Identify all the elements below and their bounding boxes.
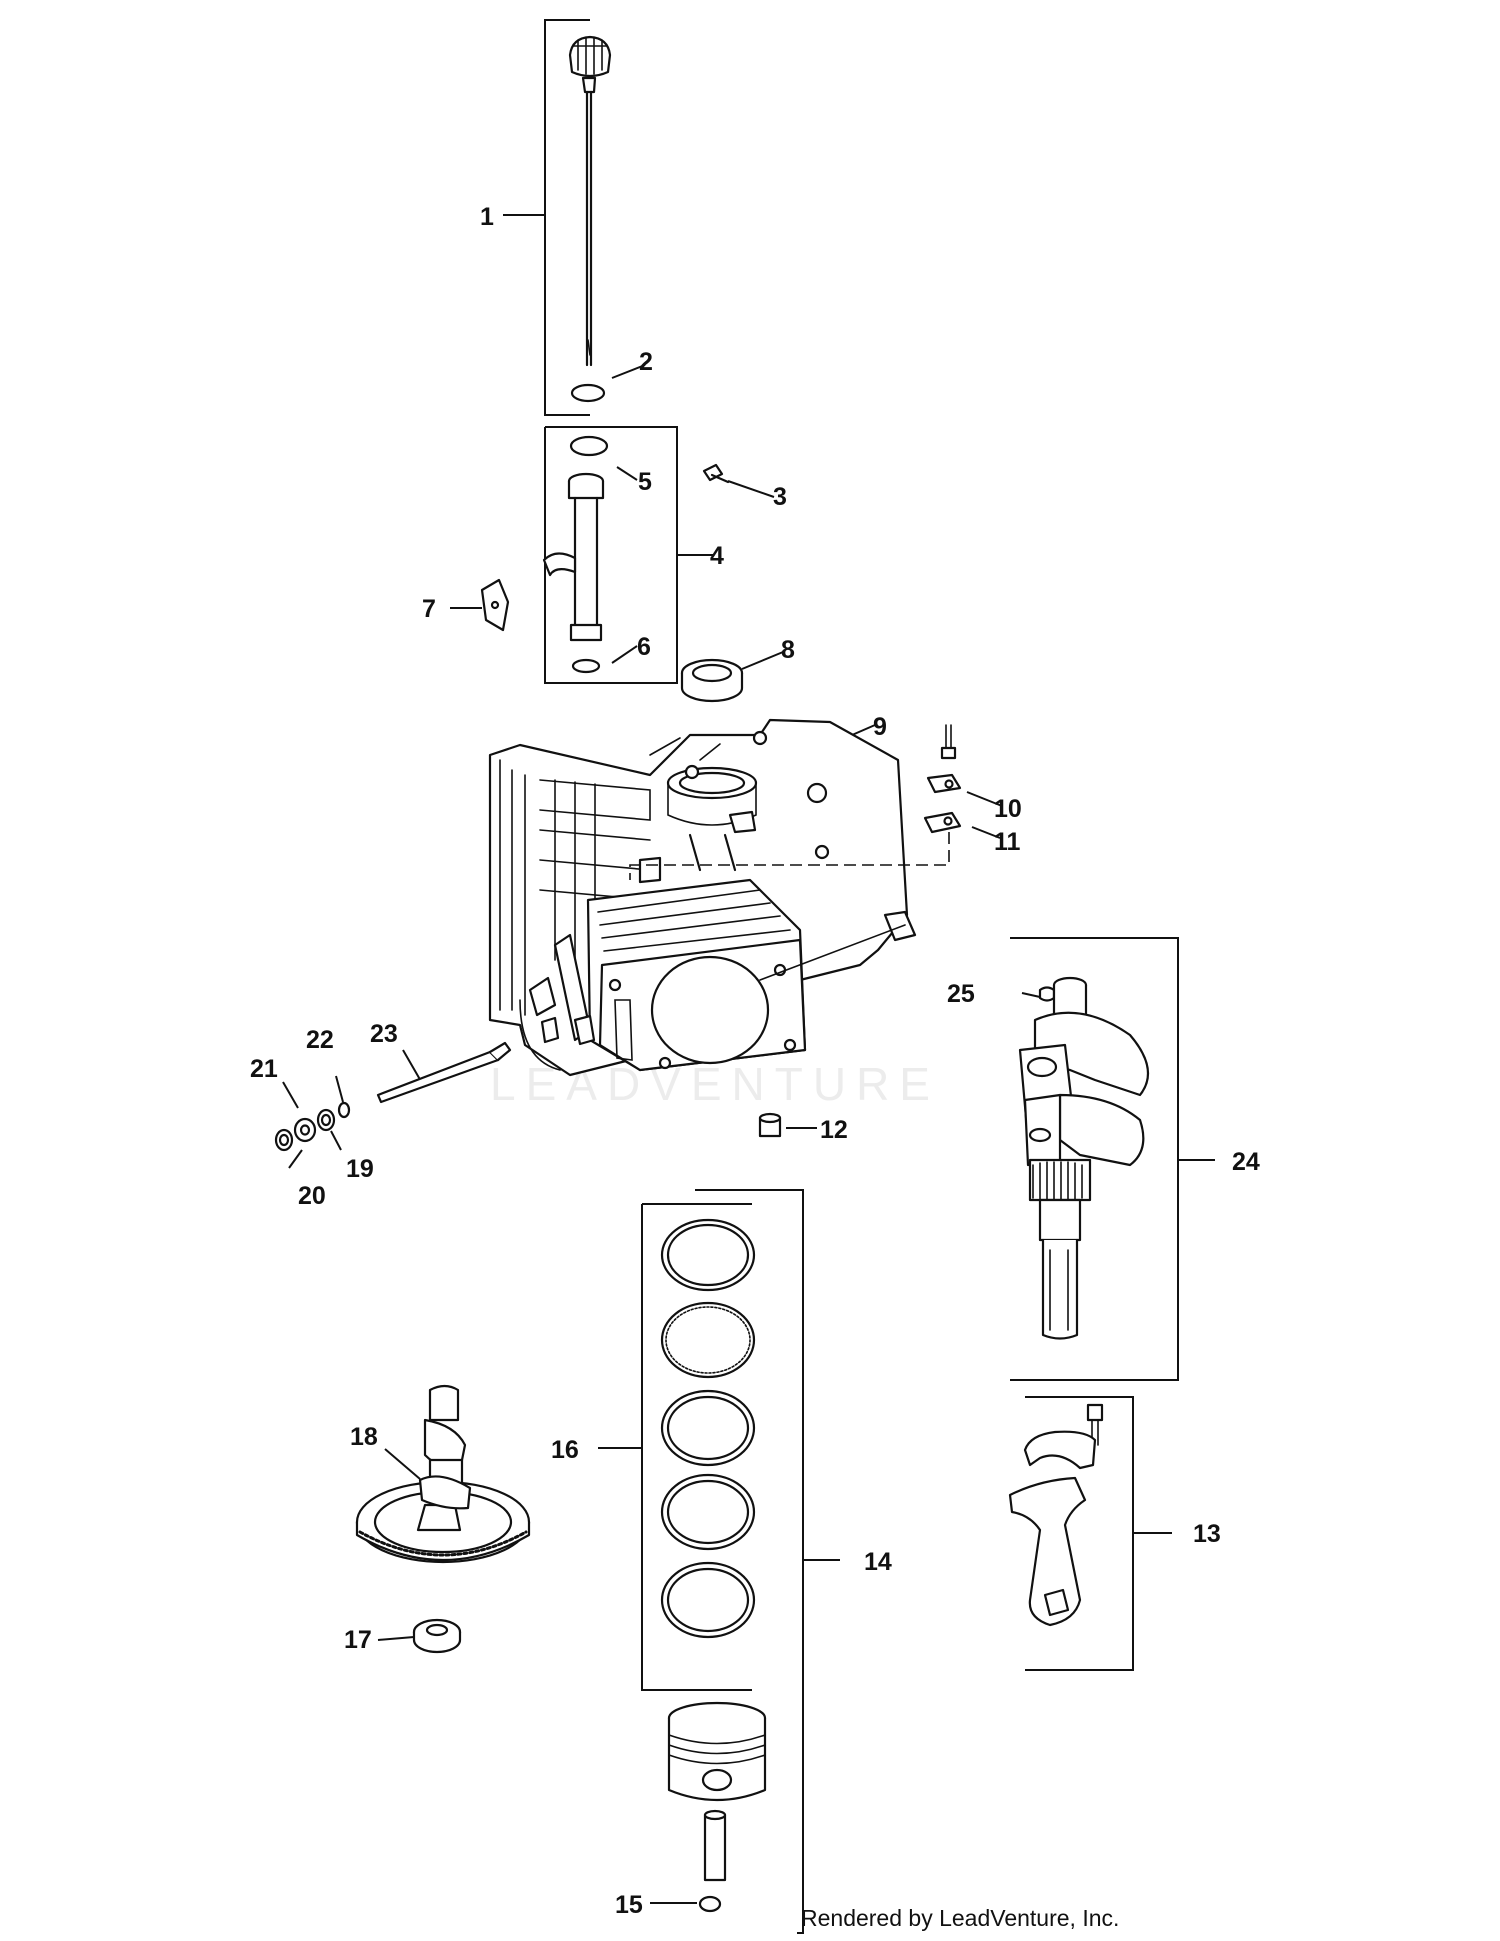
render-credit: Rendered by LeadVenture, Inc.: [801, 1905, 1120, 1931]
part-washer-22: [337, 1101, 351, 1119]
callout-11: 11: [994, 828, 1021, 856]
part-nut-19: [316, 1108, 336, 1132]
callout-15: 15: [615, 1891, 643, 1919]
part-nut-20: [274, 1128, 294, 1152]
part-oil-seal-8: [680, 658, 744, 703]
callout-20: 20: [298, 1182, 326, 1210]
callout-1: 1: [480, 203, 494, 231]
part-washer-21: [293, 1117, 317, 1143]
part-o-ring-2: [570, 383, 606, 403]
callout-14: 14: [864, 1548, 892, 1576]
callout-labels: 1 2 3 4 5 6 7 8 9 10 11 12 13 14 15 16 1…: [250, 203, 1260, 1919]
part-clip-15: [698, 1895, 722, 1913]
group-brackets: [503, 19, 1215, 1934]
callout-3: 3: [773, 483, 787, 511]
part-rod-23: [376, 1041, 512, 1104]
part-dowel-12: [758, 1112, 782, 1138]
part-clip-11: [629, 811, 962, 880]
callout-12: 12: [820, 1116, 848, 1144]
part-bracket-7: [480, 578, 510, 632]
part-connecting-rod: [1008, 1403, 1104, 1627]
callout-7: 7: [422, 595, 436, 623]
callout-21: 21: [250, 1055, 278, 1083]
part-camshaft: [355, 1384, 531, 1564]
callout-6: 6: [637, 633, 651, 661]
part-o-ring-5: [569, 435, 609, 457]
callout-25: 25: [947, 980, 975, 1008]
part-crankshaft: [1018, 976, 1150, 1340]
part-dipstick: [568, 35, 612, 367]
part-dipstick-tube: [542, 472, 605, 642]
callout-16: 16: [551, 1436, 579, 1464]
part-screw-3: [702, 463, 730, 484]
part-piston-rings: [660, 1218, 756, 1639]
part-washer-17: [412, 1618, 462, 1654]
callout-23: 23: [370, 1020, 398, 1048]
callout-9: 9: [873, 713, 887, 741]
part-o-ring-6: [571, 658, 601, 674]
callout-18: 18: [350, 1423, 378, 1451]
callout-4: 4: [710, 542, 724, 570]
callout-13: 13: [1193, 1520, 1221, 1548]
part-piston: [667, 1701, 767, 1882]
callout-8: 8: [781, 636, 795, 664]
part-screw-10: [926, 724, 962, 794]
callout-24: 24: [1232, 1148, 1260, 1176]
callout-10: 10: [994, 795, 1022, 823]
callout-17: 17: [344, 1626, 372, 1654]
callout-2: 2: [639, 348, 653, 376]
part-key-25: [1038, 986, 1056, 1002]
leader-lines: [282, 364, 1041, 1904]
part-crankcase: [488, 718, 917, 1077]
callout-19: 19: [346, 1155, 374, 1183]
callout-5: 5: [638, 468, 652, 496]
callout-22: 22: [306, 1026, 334, 1054]
